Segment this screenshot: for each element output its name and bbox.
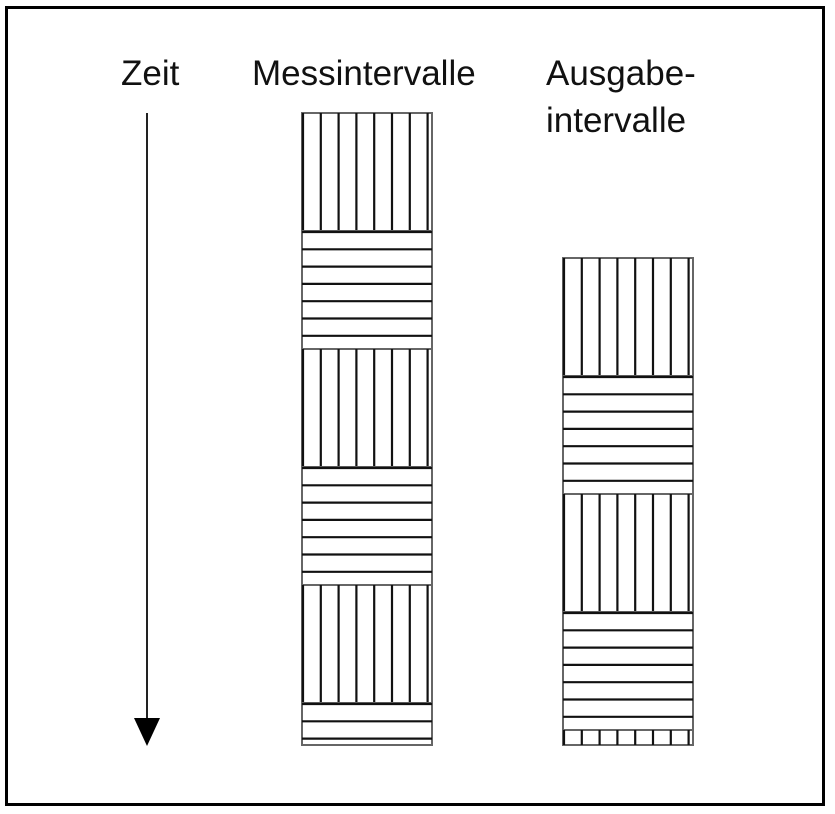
arrowhead-icon (134, 718, 160, 746)
horizontal-hatched-block (562, 375, 694, 495)
vertical-hatched-block (301, 584, 433, 704)
vertical-hatched-block (301, 112, 433, 232)
time-label: Zeit (121, 54, 180, 93)
output-intervals-label-line2: intervalle (546, 101, 687, 140)
output-intervals-label-line1: Ausgabe- (546, 54, 696, 93)
horizontal-hatched-block (562, 611, 694, 731)
diagram-frame (5, 6, 825, 806)
vertical-hatched-block (562, 257, 694, 377)
horizontal-hatched-block (301, 230, 433, 350)
vertical-hatched-block (562, 729, 694, 746)
vertical-hatched-block (301, 348, 433, 468)
measurement-intervals-label: Messintervalle (252, 54, 476, 93)
output-column (562, 257, 694, 746)
horizontal-hatched-block (301, 702, 433, 746)
horizontal-hatched-block (301, 466, 433, 586)
time-arrow (134, 113, 160, 746)
vertical-hatched-block (562, 493, 694, 613)
measurement-column (301, 112, 433, 746)
